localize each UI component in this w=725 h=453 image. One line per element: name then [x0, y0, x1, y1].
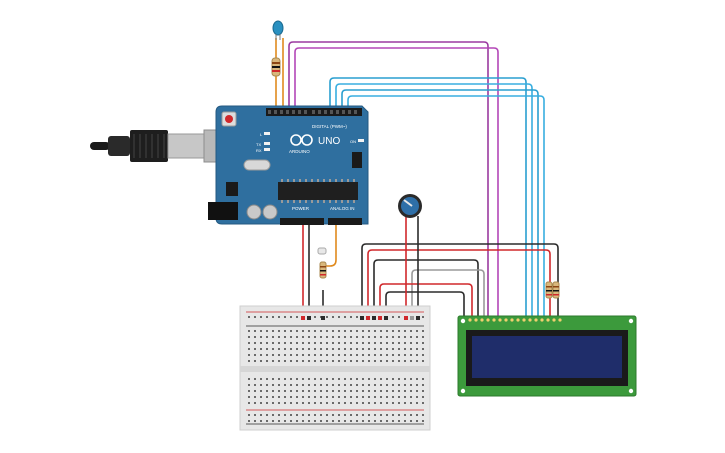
lcd-16x2[interactable]: [457, 315, 637, 397]
resistor-lcd-2[interactable]: [552, 281, 560, 299]
capacitor-1: [246, 204, 262, 220]
icsp-header: [352, 152, 362, 168]
analog-label: ANALOG IN: [330, 206, 355, 211]
arduino-logo-icon: [290, 134, 313, 146]
led-l-label: L: [260, 132, 263, 137]
analog-header[interactable]: [328, 218, 362, 225]
wire-black-lcd-3[interactable]: [385, 291, 465, 318]
temperature-sensor[interactable]: [272, 20, 284, 40]
lcd-pins: [468, 318, 562, 322]
usb-cable[interactable]: [90, 129, 233, 163]
breadboard[interactable]: [239, 305, 431, 431]
wire-purple-2[interactable]: [294, 47, 499, 318]
wire-red-lcd-1[interactable]: [367, 249, 551, 318]
potentiometer[interactable]: [398, 194, 422, 218]
power-jack[interactable]: [208, 202, 238, 220]
atmega-chip: [278, 182, 358, 200]
wire-gray-pot[interactable]: [411, 269, 485, 318]
voltage-regulator: [226, 182, 238, 196]
led-tx-label: TX: [256, 142, 261, 147]
digital-label: DIGITAL (PWM~): [312, 124, 347, 129]
wire-black-lcd-2[interactable]: [373, 259, 479, 318]
wire-cyan-4[interactable]: [347, 95, 545, 318]
crystal-oscillator: [243, 159, 271, 171]
resistor-lcd-backlight[interactable]: [545, 281, 553, 299]
led-rx-label: RX: [256, 148, 262, 153]
wire-cyan-2[interactable]: [335, 83, 533, 318]
digital-header-pins: [268, 110, 357, 114]
led-on-label: ON: [350, 139, 356, 144]
capacitor-2: [262, 204, 278, 220]
lcd-screen: [472, 336, 622, 378]
wire-cyan-3[interactable]: [341, 89, 539, 318]
breadboard-wire-ends: [301, 316, 420, 320]
power-label: POWER: [292, 206, 310, 211]
wire-purple-1[interactable]: [288, 41, 489, 318]
wire-black-lcd-1[interactable]: [361, 243, 559, 318]
arduino-uno-label: UNO: [318, 136, 340, 147]
wires: [275, 38, 559, 318]
power-header[interactable]: [280, 218, 324, 225]
wire-orange-analog[interactable]: [326, 224, 337, 267]
resistor-sensor[interactable]: [271, 57, 281, 77]
breadboard-holes: [248, 316, 424, 422]
wire-red-lcd-2[interactable]: [379, 283, 473, 318]
wire-cyan-1[interactable]: [329, 77, 527, 318]
arduino-brand-label: ARDUINO: [289, 149, 310, 154]
arduino-uno-board[interactable]: DIGITAL (PWM~) UNO ARDUINO L TX RX ON: [208, 105, 369, 225]
photo-resistor[interactable]: [317, 247, 327, 279]
